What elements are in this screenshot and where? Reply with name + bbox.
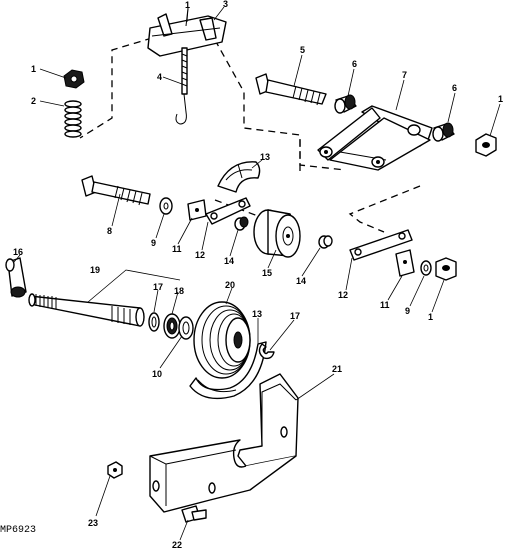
part-nut-lower-right: [435, 257, 457, 281]
callout-14-right: 14: [296, 276, 306, 286]
callout-22: 22: [172, 540, 182, 549]
callout-15: 15: [262, 268, 272, 278]
part-idler-arm: [317, 105, 433, 171]
part-drive-shaft: [28, 293, 145, 327]
callout-17-right: 17: [290, 311, 300, 321]
callout-17-left: 17: [153, 282, 163, 292]
part-washer-right: [420, 260, 432, 276]
callout-4: 4: [157, 72, 162, 82]
part-spacer-left: [234, 216, 249, 231]
callout-9-right: 9: [405, 306, 410, 316]
part-spring: [64, 100, 82, 138]
callout-13-upper: 13: [260, 152, 270, 162]
callout-16: 16: [13, 247, 23, 257]
callout-14-left: 14: [224, 256, 234, 266]
part-bushing-right: [432, 122, 455, 142]
callout-12-left: 12: [195, 250, 205, 260]
figure-id: MP6923: [0, 525, 36, 536]
callout-3: 3: [223, 0, 228, 9]
callout-21: 21: [332, 364, 342, 374]
part-drive-pulley: [193, 301, 251, 379]
callout-11-right: 11: [380, 300, 390, 310]
part-link-plate-left: [205, 197, 251, 225]
callout-6-right: 6: [452, 83, 457, 93]
callout-1-left-nut: 1: [31, 64, 36, 74]
callout-1-lower-right: 1: [428, 312, 433, 322]
part-bearing-inner: [178, 316, 194, 340]
callout-5: 5: [300, 45, 305, 55]
callout-6-upper: 6: [352, 59, 357, 69]
part-belt-guard-lower: [189, 341, 267, 400]
part-bushing-upper: [334, 94, 357, 114]
callout-7: 7: [402, 70, 407, 80]
callout-20: 20: [225, 280, 235, 290]
part-nut-left: [63, 69, 85, 89]
part-square-plate-right: [395, 249, 415, 277]
part-link-plate-right: [349, 229, 413, 261]
assembly-dashed-lines: [79, 37, 421, 233]
part-spacer-right: [318, 235, 333, 249]
callout-1-top-bracket: 1: [185, 0, 190, 10]
part-nut-top-right: [475, 133, 497, 157]
part-belt-guard-upper: [217, 161, 261, 193]
part-nut-bottom: [107, 461, 123, 479]
part-snap-ring-right: [258, 343, 275, 360]
part-hook-rod: [175, 47, 188, 125]
callout-9-left: 9: [151, 238, 156, 248]
callout-2: 2: [31, 96, 36, 106]
part-square-plate-left: [187, 199, 207, 221]
part-snap-ring-shaft: [148, 312, 160, 332]
part-bolt-medium: [81, 175, 151, 206]
callout-23: 23: [88, 518, 98, 528]
part-bolt-bottom: [181, 505, 207, 523]
callout-labels: 1 3 1 2 4 5 6 7 6 1 13 8 9 11 12 14 15 1…: [13, 0, 503, 549]
part-shaft-bushing: [5, 257, 27, 298]
callout-12-right: 12: [338, 290, 348, 300]
callout-18: 18: [174, 286, 184, 296]
part-bolt-long: [255, 73, 327, 106]
part-mounting-bracket: [149, 373, 299, 513]
callout-10: 10: [152, 369, 162, 379]
callout-13-lower: 13: [252, 309, 262, 319]
callout-8: 8: [107, 226, 112, 236]
part-washer-left: [159, 197, 173, 215]
callout-11-left: 11: [172, 244, 182, 254]
callout-1-right-nut: 1: [498, 94, 503, 104]
callout-19: 19: [90, 265, 100, 275]
leader-lines: [13, 6, 501, 541]
part-bearing-outer: [163, 313, 181, 339]
part-idler-pulley: [253, 209, 301, 258]
